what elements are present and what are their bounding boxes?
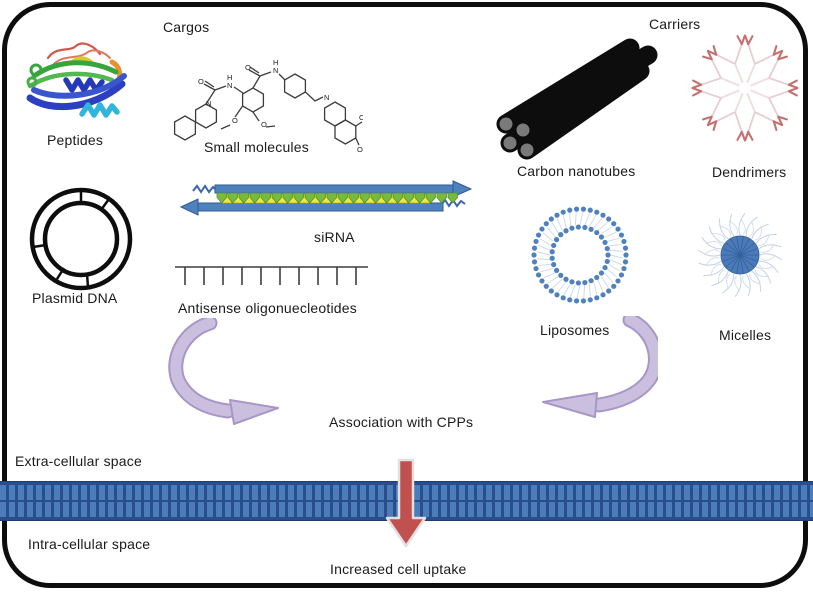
peptides-icon (26, 42, 127, 118)
micelle-core (697, 212, 783, 298)
svg-text:O: O (357, 145, 363, 154)
carbon-nanotubes-icon (496, 38, 658, 160)
antisense-comb (175, 266, 368, 285)
plasmid-dna-label: Plasmid DNA (32, 290, 118, 306)
sirna-teeth (216, 192, 458, 204)
svg-text:O: O (232, 116, 238, 125)
dendrimer-branches (691, 34, 799, 142)
extracellular-label: Extra-cellular space (15, 453, 142, 469)
uptake-label: Increased cell uptake (330, 561, 467, 577)
micelle-icon (697, 212, 783, 298)
carriers-heading: Carriers (649, 16, 701, 32)
sirna-icon (179, 180, 473, 216)
svg-text:N: N (273, 66, 278, 75)
small-molecules-label: Small molecules (204, 139, 309, 155)
svg-text:O: O (245, 63, 251, 72)
antisense-icon (175, 266, 368, 285)
sirna-label: siRNA (314, 229, 355, 245)
svg-text:O: O (198, 77, 204, 86)
intracellular-label: Intra-cellular space (28, 536, 151, 552)
svg-text:N: N (206, 99, 211, 108)
svg-text:H: H (227, 73, 232, 82)
dendrimer-icon (691, 34, 799, 142)
carbon-nanotubes-label: Carbon nanotubes (517, 163, 636, 179)
svg-text:N: N (324, 93, 329, 102)
micelles-label: Micelles (719, 327, 772, 343)
svg-text:N: N (227, 81, 232, 90)
diagram-border (2, 2, 808, 588)
liposomes-label: Liposomes (540, 322, 610, 338)
cargos-heading: Cargos (163, 19, 210, 35)
svg-text:H: H (273, 58, 278, 67)
svg-text:O: O (359, 113, 363, 122)
small-molecules-icon: N O N H O O O N H N O O (173, 58, 363, 154)
svg-text:O: O (261, 120, 267, 129)
antisense-label: Antisense oligonuecleotides (178, 300, 357, 316)
liposome-icon (531, 206, 629, 304)
association-arrow-right-icon (542, 316, 658, 418)
association-label: Association with CPPs (329, 414, 474, 430)
peptides-label: Peptides (47, 132, 104, 148)
liposome-rings (531, 206, 629, 304)
plasmid-dna-icon (29, 187, 133, 291)
dendrimers-label: Dendrimers (712, 164, 787, 180)
association-arrow-left-icon (168, 318, 279, 425)
uptake-arrow-icon (385, 458, 427, 548)
